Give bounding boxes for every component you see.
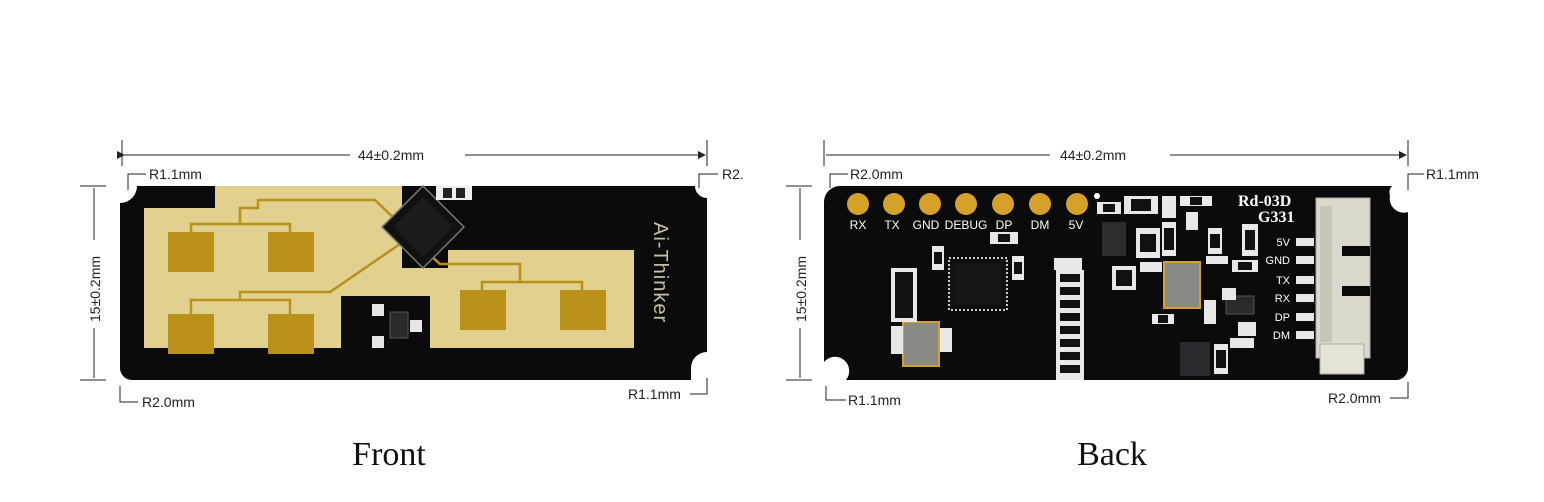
back-width-label: 44±0.2mm bbox=[1060, 147, 1126, 163]
inductor bbox=[1180, 342, 1210, 376]
front-radius-top-right: R2. bbox=[722, 166, 744, 182]
conn-label-rx: RX bbox=[1275, 293, 1291, 305]
brand-text: Ai-Thinker bbox=[649, 222, 671, 323]
antenna-area bbox=[144, 186, 634, 348]
radar-chip bbox=[380, 184, 466, 270]
wire-connector bbox=[1296, 197, 1371, 375]
front-radius-bottom-left: R2.0mm bbox=[142, 394, 195, 410]
front-smd bbox=[372, 186, 472, 348]
top-pin-pads bbox=[847, 193, 1088, 215]
front-caption: Front bbox=[352, 436, 426, 473]
connector-pin-labels: 5V GND TX RX DP DM bbox=[1266, 237, 1291, 342]
back-view: RX TX GND DEBUG DP DM 5V bbox=[786, 140, 1479, 408]
conn-label-5v: 5V bbox=[1277, 237, 1291, 249]
pin-label-debug: DEBUG bbox=[945, 218, 988, 232]
back-height-label: 15±0.2mm bbox=[793, 256, 809, 322]
back-height-dimension bbox=[786, 185, 812, 381]
pin-label-dm: DM bbox=[1031, 218, 1050, 232]
antenna-patches bbox=[168, 232, 606, 354]
front-width-label: 44±0.2mm bbox=[358, 147, 424, 163]
back-radius-top-right: R1.1mm bbox=[1426, 166, 1479, 182]
pin-label-dp: DP bbox=[996, 218, 1013, 232]
top-pin-labels: RX TX GND DEBUG DP DM 5V bbox=[850, 218, 1084, 232]
front-view: Ai-Thinker 44±0.2mm 15±0.2mm R1.1mm R2. … bbox=[80, 140, 744, 410]
sot-chip bbox=[1102, 222, 1126, 256]
back-radius-bottom-right: R2.0mm bbox=[1328, 390, 1381, 406]
passives bbox=[891, 196, 1258, 374]
front-height-dimension bbox=[80, 185, 106, 381]
pin-label-tx: TX bbox=[884, 218, 899, 232]
pin-label-5v: 5V bbox=[1069, 218, 1084, 232]
front-radius-leaders bbox=[119, 173, 718, 403]
mcu-chip bbox=[948, 257, 1008, 311]
pin-label-gnd: GND bbox=[913, 218, 940, 232]
model-sub: G331 bbox=[1258, 209, 1294, 226]
back-radius-leaders bbox=[825, 173, 1424, 401]
crystal-left bbox=[902, 321, 940, 367]
back-radius-top-left: R2.0mm bbox=[850, 166, 903, 182]
resistor-column bbox=[1056, 270, 1084, 380]
conn-label-gnd: GND bbox=[1266, 255, 1291, 267]
back-radius-bottom-left: R1.1mm bbox=[848, 392, 901, 408]
model-name: Rd-03D bbox=[1238, 193, 1291, 210]
back-caption: Back bbox=[1077, 436, 1147, 473]
front-height-label: 15±0.2mm bbox=[87, 256, 103, 322]
regulator bbox=[1225, 295, 1255, 315]
back-width-dimension bbox=[823, 140, 1409, 166]
pin1-dot bbox=[1094, 193, 1100, 199]
front-width-dimension bbox=[117, 140, 708, 166]
pin-label-rx: RX bbox=[850, 218, 867, 232]
conn-label-dm: DM bbox=[1273, 330, 1290, 342]
conn-label-tx: TX bbox=[1276, 275, 1291, 287]
conn-label-dp: DP bbox=[1275, 312, 1290, 324]
front-radius-top-left: R1.1mm bbox=[149, 166, 202, 182]
crystal-right bbox=[1163, 261, 1201, 309]
front-radius-bottom-right: R1.1mm bbox=[628, 386, 681, 402]
